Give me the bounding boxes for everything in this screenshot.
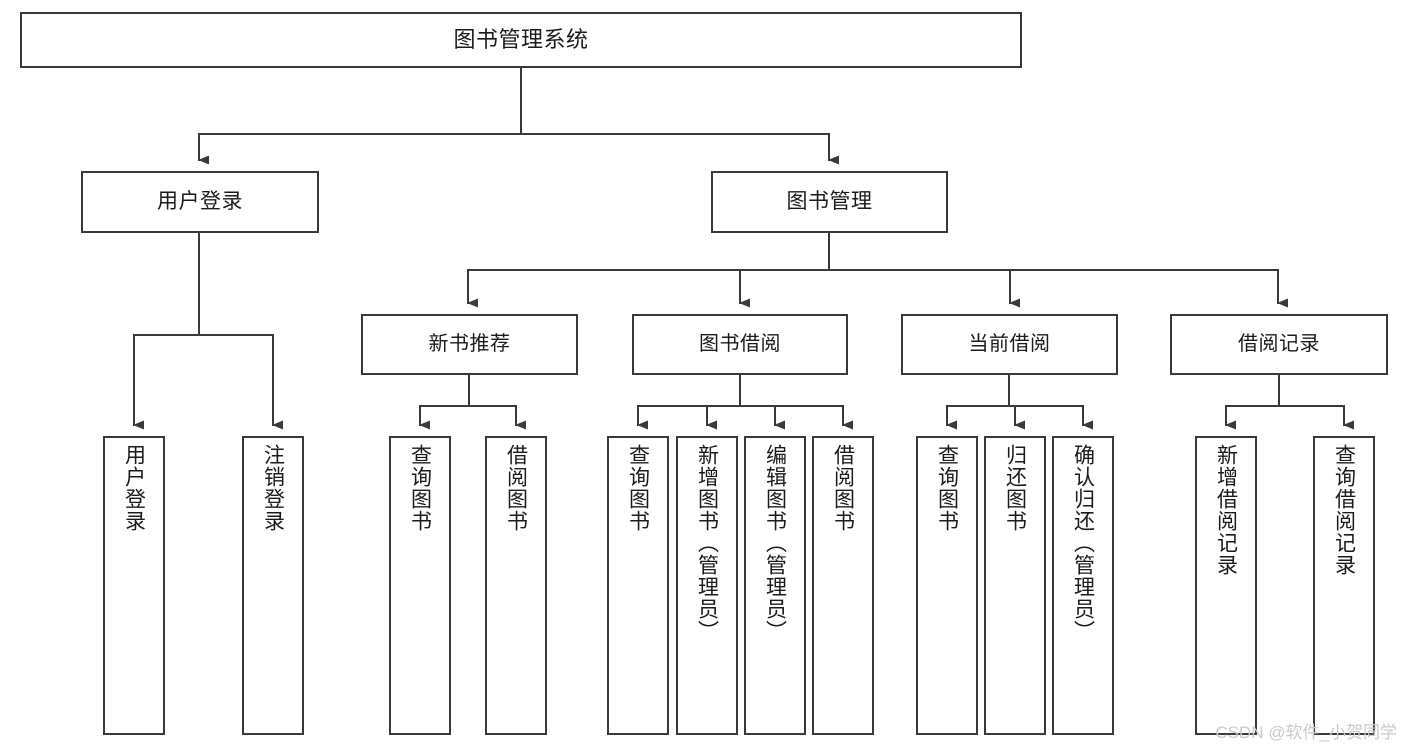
node-label: 查询图书 bbox=[935, 444, 959, 532]
leaf-node-query-book-2[interactable]: 查询图书 bbox=[607, 436, 669, 735]
node-label: 查询图书 bbox=[626, 444, 650, 532]
node-label: 图书管理系统 bbox=[453, 27, 589, 53]
leaf-node-user-login[interactable]: 用户登录 bbox=[103, 436, 165, 735]
node-label: 注销登录 bbox=[261, 444, 285, 532]
node-label: 查询图书 bbox=[408, 444, 432, 532]
leaf-node-borrow-book-1[interactable]: 借阅图书 bbox=[485, 436, 547, 735]
node-label: 借阅图书 bbox=[504, 444, 528, 532]
node-label: 查询借阅记录 bbox=[1332, 444, 1356, 576]
node-label: 借阅记录 bbox=[1238, 332, 1320, 355]
node-label: 图书借阅 bbox=[699, 332, 781, 355]
node-level2-book-borrow[interactable]: 图书借阅 bbox=[632, 314, 848, 375]
watermark-text: CSDN @软件_小贺同学 bbox=[1215, 723, 1397, 742]
node-label: 新书推荐 bbox=[428, 332, 511, 355]
node-label: 当前借阅 bbox=[968, 332, 1051, 355]
node-label: 借阅图书 bbox=[831, 444, 855, 532]
leaf-node-confirm-return[interactable]: 确认归还（管理员） bbox=[1052, 436, 1114, 735]
leaf-node-add-book[interactable]: 新增图书（管理员） bbox=[676, 436, 738, 735]
leaf-node-query-book-3[interactable]: 查询图书 bbox=[916, 436, 978, 735]
node-label: 新增图书（管理员） bbox=[695, 444, 719, 642]
leaf-node-query-book-1[interactable]: 查询图书 bbox=[389, 436, 451, 735]
node-level2-borrow-record[interactable]: 借阅记录 bbox=[1170, 314, 1388, 375]
node-label: 归还图书 bbox=[1003, 444, 1027, 532]
node-level2-current-borrow[interactable]: 当前借阅 bbox=[901, 314, 1118, 375]
leaf-node-add-record[interactable]: 新增借阅记录 bbox=[1195, 436, 1257, 735]
leaf-node-edit-book[interactable]: 编辑图书（管理员） bbox=[744, 436, 806, 735]
leaf-node-return-book[interactable]: 归还图书 bbox=[984, 436, 1046, 735]
node-label: 编辑图书（管理员） bbox=[763, 444, 787, 642]
node-root-图书管理系统[interactable]: 图书管理系统 bbox=[20, 12, 1022, 68]
node-level1-user-login[interactable]: 用户登录 bbox=[81, 171, 319, 233]
node-label: 确认归还（管理员） bbox=[1071, 444, 1095, 642]
node-label: 用户登录 bbox=[157, 189, 243, 213]
node-label: 新增借阅记录 bbox=[1214, 444, 1238, 576]
node-label: 图书管理 bbox=[786, 189, 873, 213]
node-label: 用户登录 bbox=[122, 444, 146, 532]
leaf-node-borrow-book-2[interactable]: 借阅图书 bbox=[812, 436, 874, 735]
leaf-node-query-record[interactable]: 查询借阅记录 bbox=[1313, 436, 1375, 735]
node-level1-book-manage[interactable]: 图书管理 bbox=[711, 171, 948, 233]
connectors-group bbox=[133, 67, 1354, 430]
node-level2-new-book-rec[interactable]: 新书推荐 bbox=[361, 314, 578, 375]
leaf-node-logout[interactable]: 注销登录 bbox=[242, 436, 304, 735]
